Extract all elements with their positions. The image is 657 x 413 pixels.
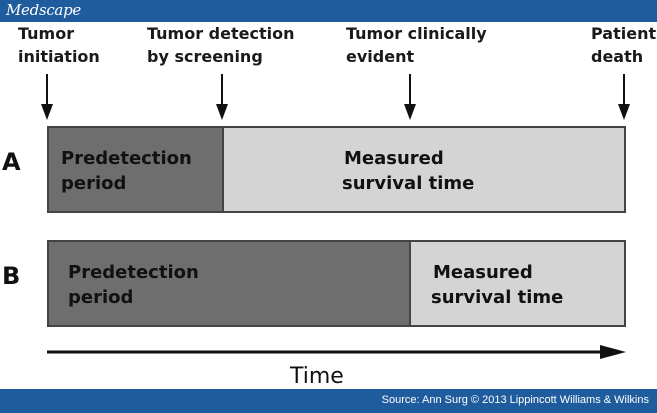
event-label-screening: Tumor detection by screening — [147, 22, 294, 68]
survival-label-b: Measured survival time — [431, 260, 563, 310]
event-arrow-screening — [216, 74, 228, 120]
footer-bar: Source: Ann Surg © 2013 Lippincott Willi… — [0, 389, 657, 413]
event-label-initiation: Tumor initiation — [18, 22, 100, 68]
timeline-bar-b: Predetection period Measured survival ti… — [47, 240, 626, 327]
predetection-label-b: Predetection period — [68, 260, 199, 310]
row-label-a: A — [2, 148, 21, 176]
timeline-bar-a: Predetection period Measured survival ti… — [47, 126, 626, 213]
time-axis-label: Time — [290, 364, 344, 389]
survival-label-a-line1: Measured — [344, 148, 444, 169]
event-label-death: Patient death — [591, 22, 656, 68]
event-label-clinical: Tumor clinically evident — [346, 22, 487, 68]
predetection-segment-a: Predetection period — [49, 128, 224, 211]
header-bar: Medscape — [0, 0, 657, 22]
event-label-clinical-line1: Tumor clinically — [346, 24, 487, 43]
event-label-death-line1: Patient — [591, 24, 657, 43]
time-axis-arrow — [47, 345, 626, 359]
predetection-label-a-line2: period — [61, 173, 127, 194]
event-label-death-line2: death — [591, 47, 644, 66]
survival-label-a: Measured survival time — [342, 146, 474, 196]
predetection-label-b-line2: period — [68, 287, 134, 308]
predetection-label-a-line1: Predetection — [61, 148, 192, 169]
predetection-label-b-line1: Predetection — [68, 262, 199, 283]
predetection-label-a: Predetection period — [61, 146, 192, 196]
event-arrow-clinical — [404, 74, 416, 120]
survival-label-b-line1: Measured — [433, 262, 533, 283]
survival-segment-b: Measured survival time — [411, 242, 624, 325]
event-label-initiation-line2: initiation — [18, 47, 100, 66]
event-label-screening-line2: by screening — [147, 47, 263, 66]
predetection-segment-b: Predetection period — [49, 242, 411, 325]
survival-label-a-line2: survival time — [342, 173, 475, 194]
event-label-initiation-line1: Tumor — [18, 24, 75, 43]
source-citation: Source: Ann Surg © 2013 Lippincott Willi… — [381, 394, 649, 406]
row-label-b: B — [2, 262, 21, 290]
event-arrow-death — [618, 74, 630, 120]
event-arrow-initiation — [41, 74, 53, 120]
brand-logo: Medscape — [6, 1, 81, 19]
survival-segment-a: Measured survival time — [224, 128, 624, 211]
event-label-clinical-line2: evident — [346, 47, 415, 66]
event-label-screening-line1: Tumor detection — [147, 24, 295, 43]
survival-label-b-line2: survival time — [431, 287, 564, 308]
